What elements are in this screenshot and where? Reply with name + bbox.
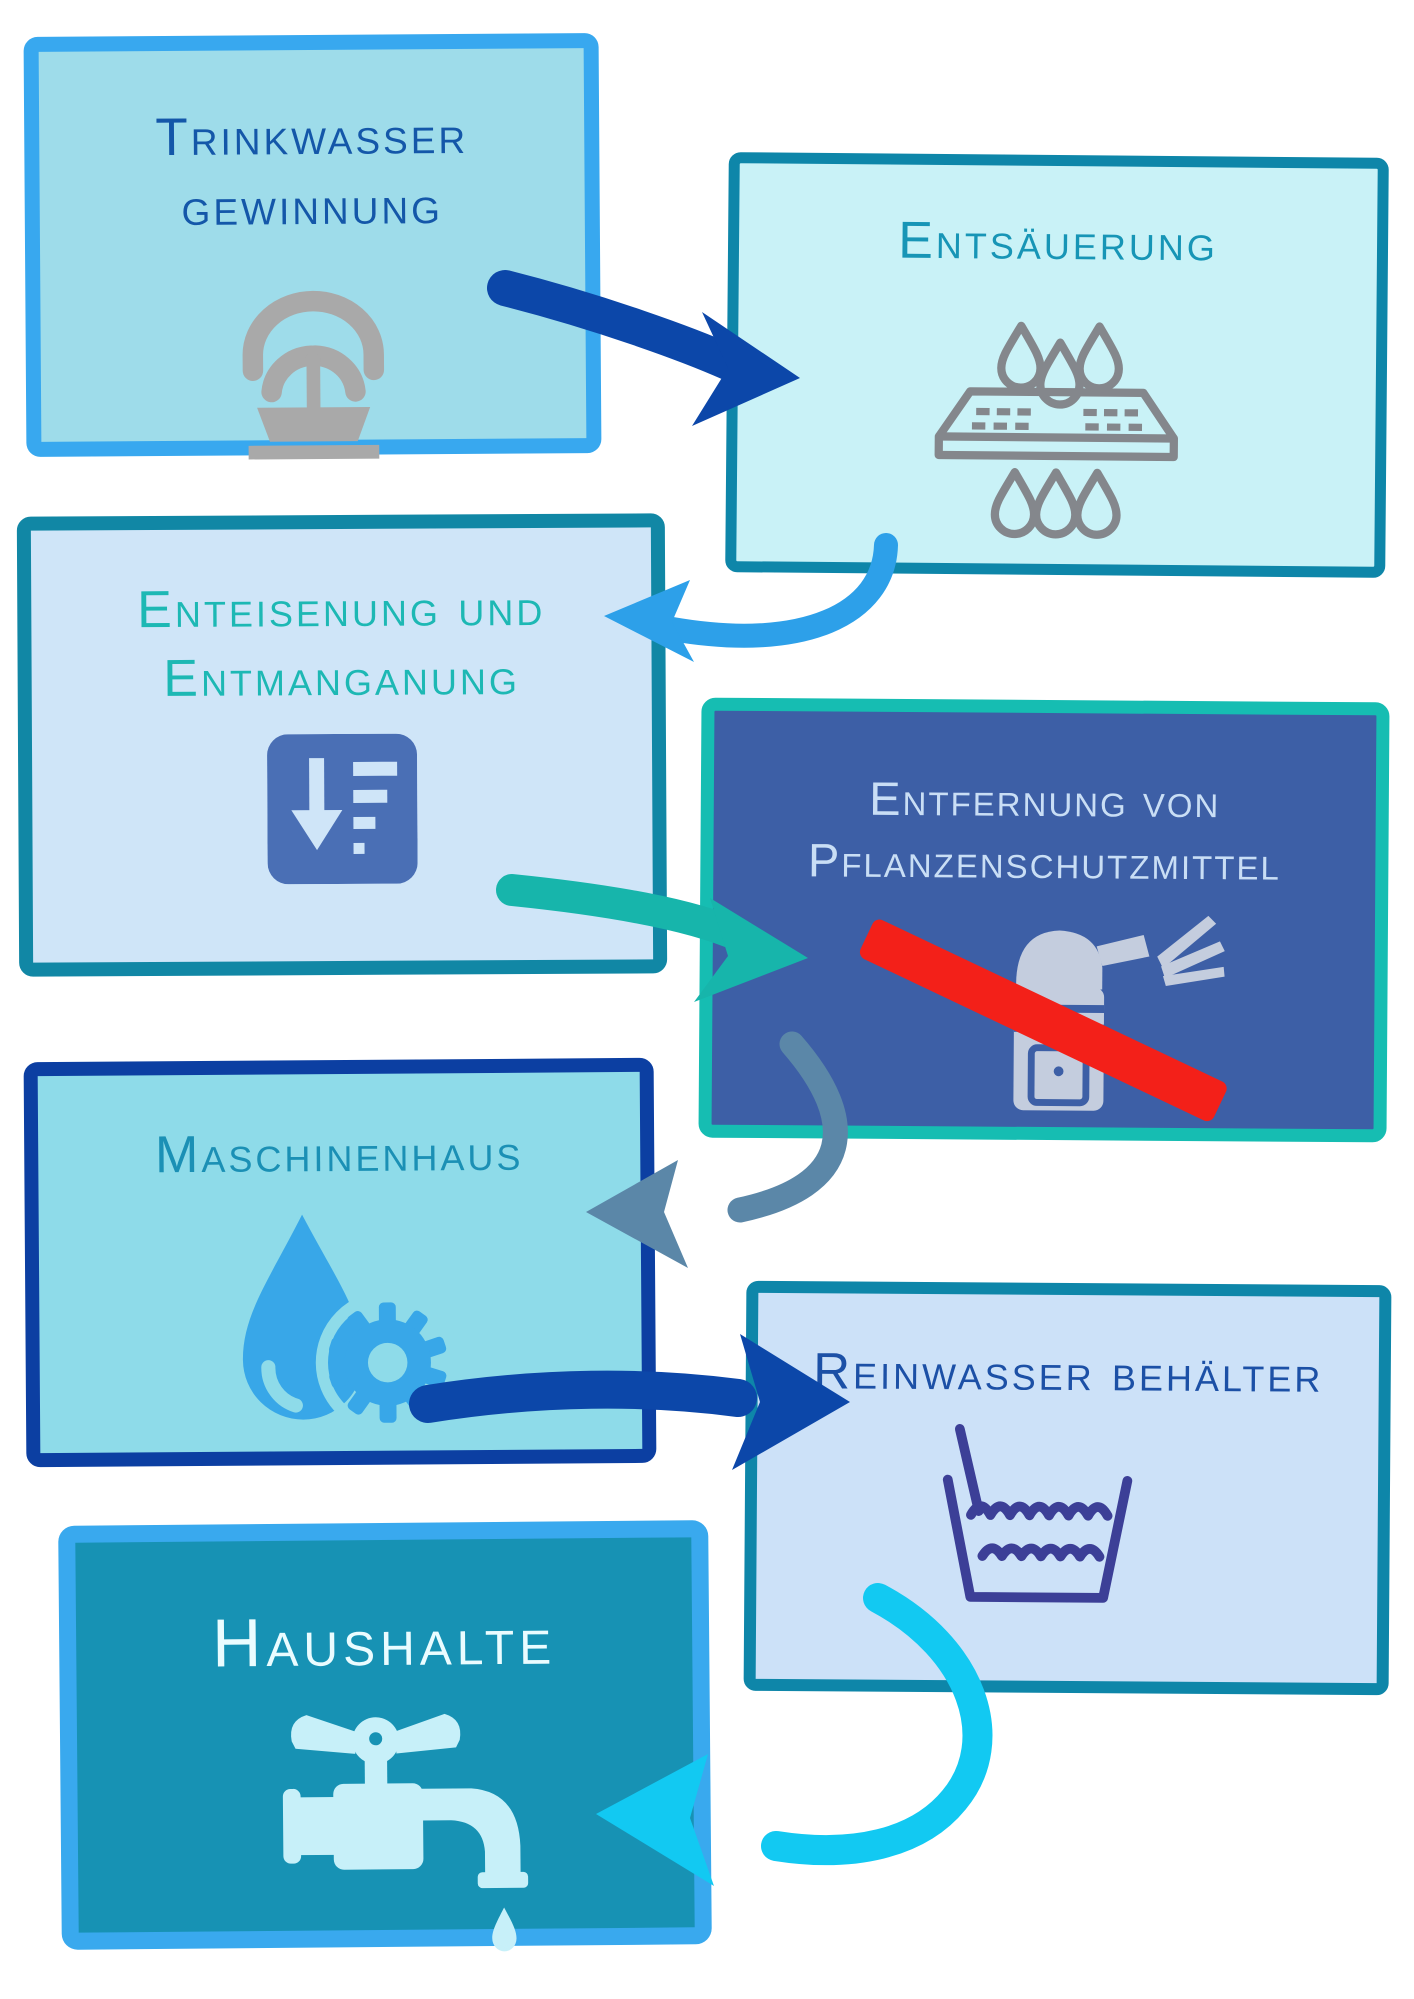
node-enteisenung-entmanganung: Enteisenung und Entmanganung — [16, 513, 668, 977]
node-title: Entsäuerung — [897, 211, 1219, 273]
node-title: Entfernung von Pflanzenschutzmittel — [807, 771, 1282, 890]
node-trinkwassergewinnung: Trinkwasser gewinnung — [23, 32, 602, 460]
node-haushalte: Haushalte — [58, 1520, 712, 1952]
node-title: Enteisenung und Entmanganung — [137, 578, 546, 708]
no-pesticide-spray-icon — [853, 900, 1235, 1128]
water-drop-gear-icon — [200, 1204, 482, 1441]
water-basin-icon — [919, 1415, 1155, 1622]
node-entsaeuerung: Entsäuerung — [725, 152, 1389, 578]
water-drops-filter-icon — [921, 301, 1191, 541]
sort-descending-icon — [267, 733, 418, 885]
fountain-icon — [215, 259, 411, 465]
node-title: Haushalte — [211, 1602, 557, 1682]
node-reinwasserbehaelter: Reinwasser behälter — [743, 1280, 1392, 1696]
node-title: Reinwasser behälter — [813, 1342, 1324, 1403]
node-title: Maschinenhaus — [154, 1123, 524, 1185]
faucet-icon — [230, 1690, 542, 1973]
node-entfernung-pflanzenschutzmittel: Entfernung von Pflanzenschutzmittel — [698, 697, 1390, 1143]
node-maschinenhaus: Maschinenhaus — [23, 1057, 657, 1468]
node-title: Trinkwasser gewinnung — [155, 105, 469, 237]
